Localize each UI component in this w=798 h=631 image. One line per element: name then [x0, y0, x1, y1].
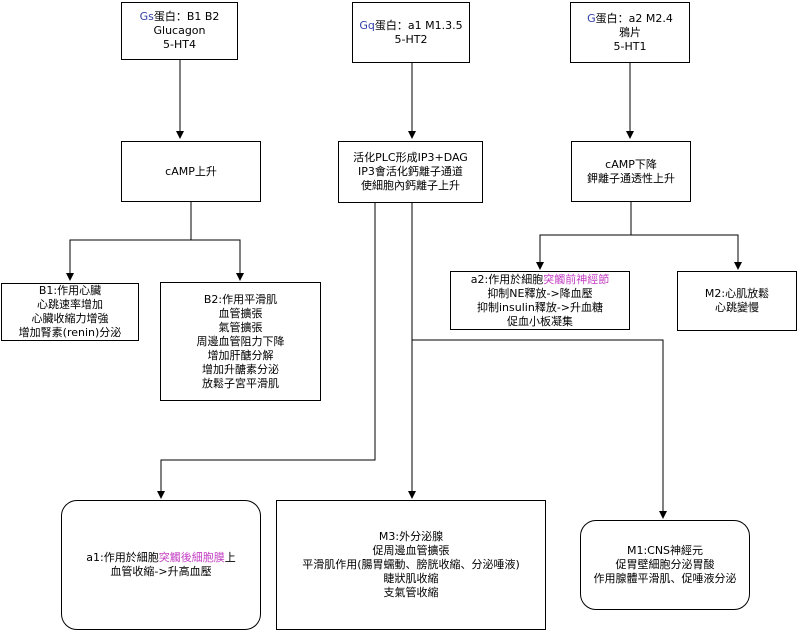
node-b2-receptor[interactable]: B2:作用平滑肌 血管擴張 氣管擴張 周邊血管阻力下降 增加肝醣分解 增加升醣素…	[160, 282, 321, 401]
node-gs-protein[interactable]: Gs蛋白：B1 B2 Glucagon 5-HT4	[121, 2, 238, 60]
node-m2-receptor[interactable]: M2:心肌放鬆 心跳變慢	[677, 271, 797, 331]
edge-camp-down-to-a2	[536, 202, 632, 270]
edge-plc-to-m1	[412, 339, 667, 519]
gs-prefix: Gs	[139, 10, 154, 23]
node-a2-receptor[interactable]: a2:作用於細胞突觸前神經節 抑制NE釋放->降血壓 抑制insulin釋放->…	[450, 271, 630, 330]
node-m3-receptor[interactable]: M3:外分泌腺 促周邊血管擴張 平滑肌作用(腸胃蠕動、膀胱收縮、分泌唾液) 睫狀…	[276, 500, 546, 630]
node-gi-protein[interactable]: G蛋白：a2 M2.4 鴉片 5-HT1	[570, 2, 690, 63]
edge-camp-down-to-m2	[631, 234, 742, 270]
a2-highlight-presynaptic: 突觸前神經節	[543, 272, 610, 286]
node-camp-up[interactable]: cAMP上升	[121, 141, 261, 202]
edge-camp-up-to-b2	[191, 239, 244, 281]
edge-plc-to-a1	[157, 203, 376, 499]
node-plc-pathway[interactable]: 活化PLC形成IP3+DAG IP3會活化鈣離子通道 使細胞內鈣離子上升	[338, 141, 483, 203]
edge-camp-up-to-b1	[66, 202, 192, 281]
gi-prefix: G	[587, 11, 596, 25]
node-a1-receptor[interactable]: a1:作用於細胞突觸後細胞膜上 血管收縮->升高血壓	[61, 500, 261, 630]
a1-highlight-postsynaptic: 突觸後細胞膜	[158, 551, 225, 564]
node-m1-receptor[interactable]: M1:CNS神經元 促胃壁細胞分泌胃酸 作用腺體平滑肌、促唾液分泌	[580, 520, 750, 610]
node-camp-down[interactable]: cAMP下降 鉀離子通透性上升	[571, 141, 691, 202]
node-gq-protein[interactable]: Gq蛋白：a1 M1.3.5 5-HT2	[352, 2, 470, 63]
node-b1-receptor[interactable]: B1:作用心臟 心跳速率增加 心臟收縮力增強 增加腎素(renin)分泌	[1, 283, 139, 341]
gq-prefix: Gq	[359, 18, 375, 32]
